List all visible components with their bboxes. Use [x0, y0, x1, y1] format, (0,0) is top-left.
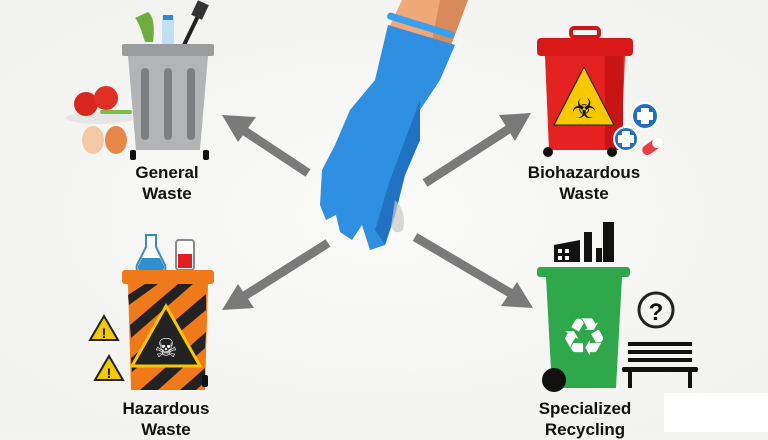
hazardous-waste-label: Hazardous Waste	[122, 399, 210, 439]
arrow-to-biohazardous	[422, 113, 531, 187]
arrow-to-general	[222, 115, 311, 177]
svg-text:♻: ♻	[561, 309, 608, 367]
biohazardous-waste-bin-icon: ☣	[537, 26, 664, 157]
svg-text:!: !	[107, 365, 112, 381]
specialized-recycling-label: Specialized Recycling	[538, 399, 632, 439]
svg-text:?: ?	[649, 299, 664, 326]
bench-icon	[622, 342, 698, 388]
biohazardous-waste-label: Biohazardous Waste	[527, 163, 641, 203]
svg-text:☣: ☣	[571, 93, 596, 124]
blank-patch	[664, 393, 768, 432]
arrow-to-specialized	[412, 233, 533, 308]
arrow-to-hazardous	[222, 239, 331, 310]
general-waste-label: General Waste	[135, 163, 199, 203]
general-waste-bin-icon	[66, 0, 214, 160]
svg-text:!: !	[102, 325, 107, 341]
specialized-recycling-bin-icon: ♻ ?	[537, 222, 698, 392]
svg-text:☠: ☠	[154, 333, 177, 363]
hazardous-waste-bin-icon: ☠ ! !	[88, 234, 214, 390]
gloved-hand-icon	[320, 0, 468, 250]
